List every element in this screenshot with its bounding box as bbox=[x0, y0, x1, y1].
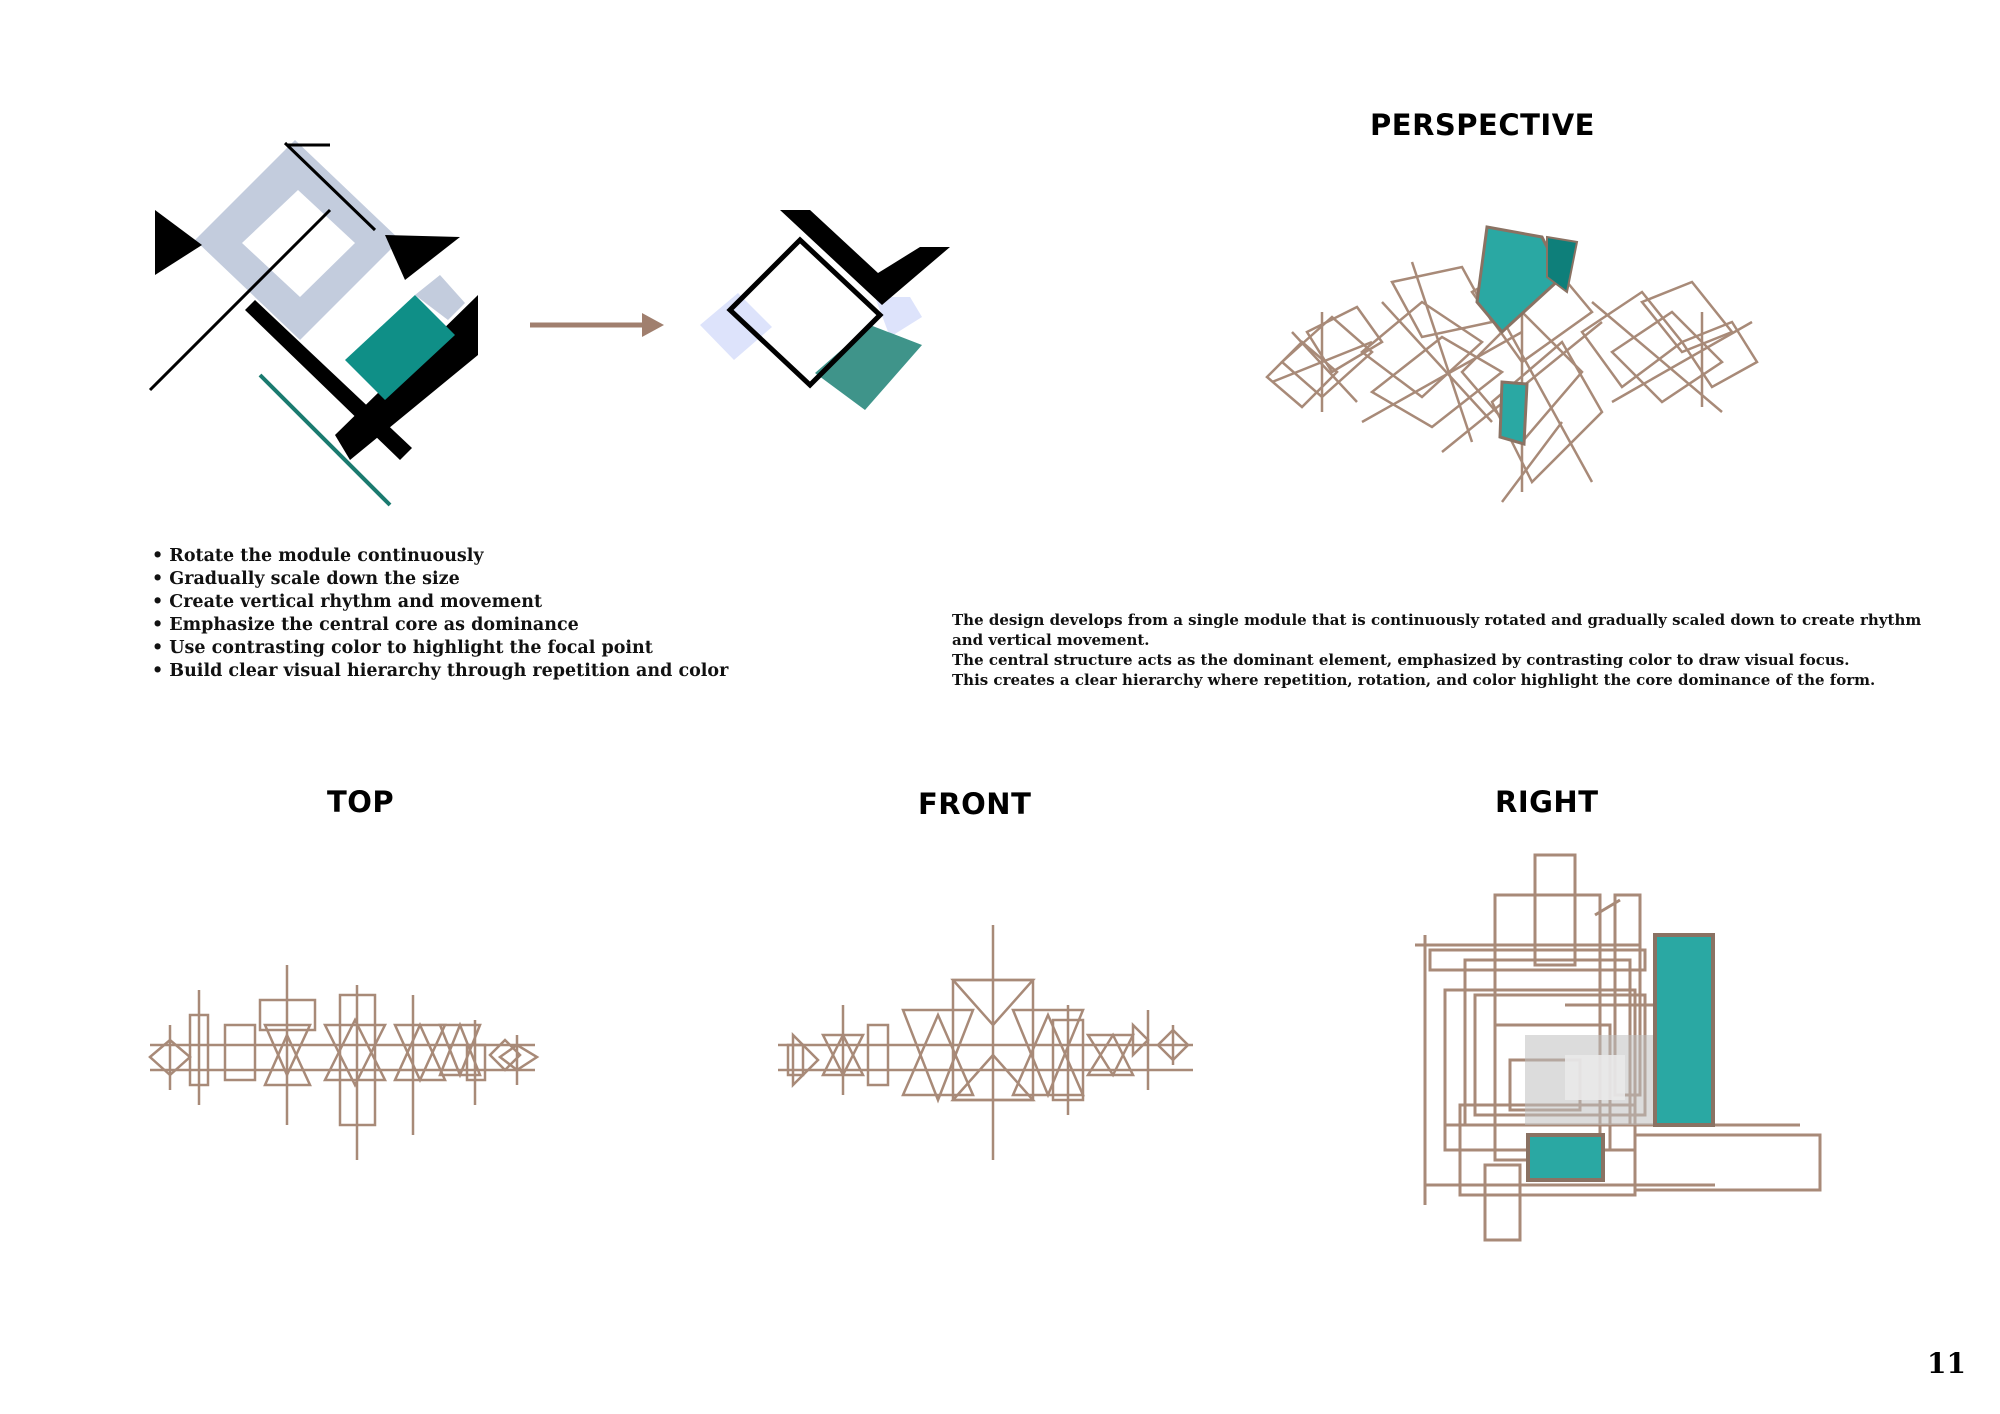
design-principles-list: Rotate the module continuously Gradually… bbox=[152, 545, 728, 683]
list-item: Use contrasting color to highlight the f… bbox=[152, 637, 728, 660]
simplified-module-diagram bbox=[700, 210, 950, 410]
teal-panel-bottom bbox=[1498, 380, 1529, 446]
lavender-tile-left bbox=[700, 293, 772, 360]
arrow-icon bbox=[530, 313, 664, 337]
list-item: Rotate the module continuously bbox=[152, 545, 728, 568]
teal-panel-top-right bbox=[1546, 235, 1579, 294]
right-heading: RIGHT bbox=[1495, 785, 1599, 819]
black-bar-long bbox=[245, 300, 412, 460]
perspective-heading: PERSPECTIVE bbox=[1370, 108, 1595, 142]
front-heading: FRONT bbox=[918, 787, 1032, 821]
front-view-drawing bbox=[778, 925, 1193, 1160]
thin-line-left bbox=[148, 208, 332, 392]
design-description: The design develops from a single module… bbox=[952, 610, 1937, 690]
black-wedge-left bbox=[155, 210, 202, 275]
black-wedge-top-right bbox=[385, 235, 460, 280]
description-paragraph: This creates a clear hierarchy where rep… bbox=[952, 671, 1876, 689]
list-item: Create vertical rhythm and movement bbox=[152, 591, 728, 614]
list-item: Gradually scale down the size bbox=[152, 568, 728, 591]
teal-panel-top bbox=[1475, 225, 1564, 335]
right-view-drawing bbox=[1415, 853, 1822, 1242]
teal-block bbox=[345, 295, 455, 400]
list-item: Build clear visual hierarchy through rep… bbox=[152, 660, 728, 683]
description-paragraph: The design develops from a single module… bbox=[952, 611, 1922, 649]
lavender-tile-right bbox=[875, 297, 922, 337]
module-composition-diagram bbox=[148, 140, 478, 507]
teal-panel-bottom bbox=[1526, 1133, 1605, 1182]
top-view-drawing bbox=[148, 965, 540, 1160]
top-heading: TOP bbox=[327, 785, 395, 819]
teal-tile bbox=[815, 325, 922, 410]
thin-line-top bbox=[283, 141, 377, 232]
outlined-diamond bbox=[726, 236, 884, 389]
perspective-view-drawing bbox=[1265, 225, 1759, 503]
sky-corner-tile bbox=[415, 275, 465, 320]
teal-panel-right bbox=[1653, 933, 1715, 1127]
black-wedge bbox=[780, 210, 950, 305]
teal-thin-line bbox=[258, 373, 392, 507]
description-paragraph: The central structure acts as the domina… bbox=[952, 651, 1850, 669]
list-item: Emphasize the central core as dominance bbox=[152, 614, 728, 637]
page-number: 11 bbox=[1927, 1347, 1966, 1380]
